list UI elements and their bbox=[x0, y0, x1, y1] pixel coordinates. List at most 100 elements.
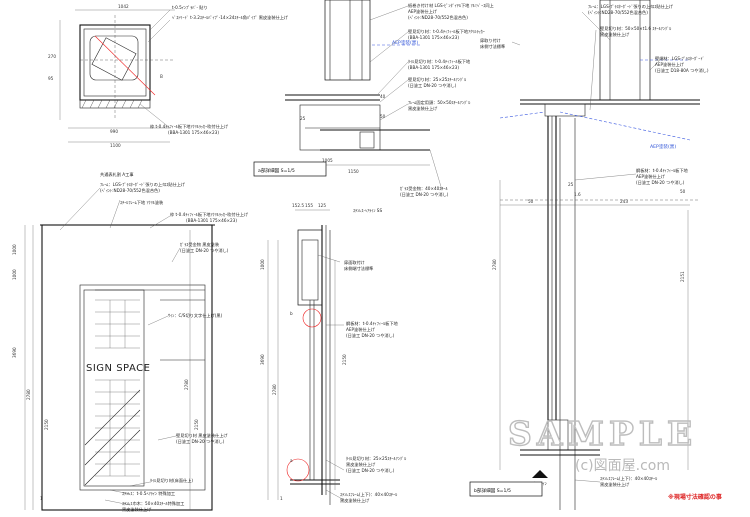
callout-b-13: (日塗工 DN-20 つや消し) bbox=[400, 191, 449, 198]
callout-b-12: ｶﾞﾗｽ受金物：40×40ｽﾁｰﾙ bbox=[400, 185, 449, 192]
callout-b-2: AEP塗装仕上げ bbox=[408, 8, 438, 15]
watermark-main: SAMPLE bbox=[508, 414, 697, 453]
callout-e-3: (ﾍﾟｲﾝﾄ:ND28-70/552色混合色) bbox=[100, 187, 160, 194]
elevation: SIGN SPACE 1000 1000 3690 2780 2150 1 27… bbox=[12, 171, 249, 513]
callout-e-4: ｽﾁｰﾙﾌﾚｰﾑ下地 ｱｸﾘﾙ塗装 bbox=[120, 199, 164, 206]
detail-a-dim-left-2: 95 bbox=[48, 76, 54, 81]
callout-e-9: ｻｲﾝ：C/S切り文字仕上げ(黒) bbox=[168, 312, 223, 319]
callout-b-1: 紙巻き付け材 LGS-ﾋﾟﾝﾀﾞｲﾔﾙ下地 ｱﾙﾐﾍﾞｰｽ同上 bbox=[408, 2, 494, 9]
elev-dim-left-5: 2150 bbox=[44, 419, 49, 430]
callout-r-1: ﾌﾚｰﾑ：LGS-ﾌﾟﾗｽﾀｰﾎﾞｰﾄﾞ張りの上ｸﾛｽ貼仕上げ bbox=[588, 3, 674, 10]
callout-b-11: 黒皮塗装仕上げ bbox=[408, 105, 438, 112]
mid-dim-top-1: 152.5 bbox=[292, 203, 304, 208]
mid-dim-left-1: 1000 bbox=[260, 259, 265, 270]
right-dim-6: 2780 bbox=[492, 259, 497, 270]
callout-e-7: ｶﾞﾗｽ受金物 黒皮塗装 bbox=[180, 241, 220, 248]
mid-dim-left-3: 3690 bbox=[260, 354, 265, 365]
callout-m-9: ｽﾃﾝﾚｽﾌﾚｰﾑ(上下)：40×40ｽﾁｰﾙ bbox=[340, 491, 398, 498]
detail-a-section-title: a部詳細図 S=1/5 bbox=[258, 167, 295, 174]
elevation-callouts: 共通表札割 A工事 ﾌﾚｰﾑ：LGS-ﾌﾟﾗｽﾀｰﾎﾞｰﾄﾞ張りの上ｸﾛｽ貼仕上… bbox=[59, 171, 249, 513]
detail-a-section-dim-2: 1150 bbox=[348, 169, 359, 174]
callout-b-6: ﾀｲﾙ見切り材：t-0.4ﾃｨﾌｨｰﾙ板下地 bbox=[408, 58, 471, 65]
callout-r-14: ｽﾃﾝﾚｽﾌﾚｰﾑ(上下)：40×40ｽﾁｰﾙ bbox=[600, 475, 658, 482]
right-callouts: ﾌﾚｰﾑ：LGS-ﾌﾟﾗｽﾀｰﾎﾞｰﾄﾞ張りの上ｸﾛｽ貼仕上げ (ﾍﾟｲﾝﾄ:N… bbox=[480, 3, 709, 488]
callout-r-10: AEP塗装(黒) bbox=[650, 143, 676, 150]
detail-a-section-callouts: 紙巻き付け材 LGS-ﾋﾟﾝﾀﾞｲﾔﾙ下地 ｱﾙﾐﾍﾞｰｽ同上 AEP塗装仕上げ… bbox=[353, 2, 494, 214]
callout-e-6: (BBA-1301 175×46×23) bbox=[186, 218, 237, 223]
elev-dim-left-6: 1 bbox=[40, 496, 43, 501]
mid-callouts: 扉面取付け 床側端寸法標準 鋼板材：t-0.4ﾃｨﾌｨｰﾙ板下地 AEP塗装仕上… bbox=[317, 254, 407, 504]
mid-marker-a: a bbox=[290, 458, 293, 463]
callout-r-9: (日塗工 D18-80A つや消し) bbox=[655, 67, 709, 74]
callout-r-12: AEP塗装仕上げ bbox=[636, 173, 666, 180]
callout-m-3: 鋼板材：t-0.4ﾃｨﾌｨｰﾙ板下地 bbox=[346, 320, 399, 327]
detail-a-dim-left-1: 270 bbox=[48, 54, 56, 59]
detail-a-section-dim-5: 25 bbox=[300, 116, 306, 121]
callout-e-12: ﾀｲﾙ見切り材(床面仕上) bbox=[150, 477, 193, 484]
callout-r-8: AEP塗装仕上げ bbox=[655, 61, 685, 68]
detail-a-dim-bottom-1: 990 bbox=[110, 129, 118, 134]
field-check-note: ※現場寸法確認の事 bbox=[668, 493, 722, 501]
callout-r-6: 床側寸法標準 bbox=[480, 43, 505, 50]
elev-dim-right-1: 2780 bbox=[184, 379, 189, 390]
section-right: 50 243 25 1.6 50 2780 2151 ﾌﾚｰﾑ：LGS-ﾌﾟﾗｽ… bbox=[469, 0, 709, 510]
mid-dim-left-5: 1 bbox=[280, 496, 283, 501]
detail-a-label-frame: ﾍﾞｽﾄﾘｰﾄﾞ t-3.2ｽﾁｰﾙﾊﾟｲﾌﾟ-14×24ｽﾁｰﾙ角ﾊﾟｲﾌﾟ … bbox=[172, 14, 289, 21]
mid-dim-top-3: 125 bbox=[318, 203, 326, 208]
callout-m-7: 黒皮塗装仕上げ bbox=[346, 461, 376, 468]
callout-b-8: 壁見切り材：25×25ｽﾁｰﾙｱﾝｸﾞﾙ bbox=[408, 76, 467, 83]
elev-dim-left-1: 1000 bbox=[12, 244, 17, 255]
callout-e-5: 枠 t-0.4ﾃｨﾌｨｰﾙ板下地ｱｸﾘﾙﾗｯｶｰ吹付仕上げ bbox=[170, 211, 249, 218]
callout-e-13: ｽﾃﾝﾚｽ：t-0.5ﾍｱﾗｲﾝ 特殊加工 bbox=[122, 490, 175, 497]
right-dim-7: 2151 bbox=[680, 271, 685, 282]
callout-e-10: 壁見切り材 黒皮塗装仕上げ bbox=[176, 432, 228, 439]
callout-b-9: (日塗工 DN-20 つや消し) bbox=[408, 82, 457, 89]
callout-b-3: (ﾍﾟｲﾝﾄ:ND28-70/552色混合色) bbox=[408, 14, 468, 21]
callout-b-5: (BBA-1301 175×46×23) bbox=[408, 35, 459, 40]
callout-b-10: ﾌﾚｰﾑ固定用頭：50×50ｽﾁｰﾙｱﾝｸﾞﾙ bbox=[408, 99, 471, 106]
right-dim-1: 50 bbox=[528, 199, 534, 204]
right-dim-5: 50 bbox=[680, 189, 686, 194]
callout-r-15: 黒皮塗装仕上げ bbox=[600, 481, 630, 488]
detail-a-section-dim-4: 50 bbox=[380, 114, 386, 119]
elev-dim-left-4: 2780 bbox=[26, 389, 31, 400]
callout-r-4: 黒皮塗装仕上げ bbox=[600, 31, 630, 38]
mid-dim-left-4: 2150 bbox=[342, 354, 347, 365]
elev-dim-left-2: 1000 bbox=[12, 269, 17, 280]
callout-b-14: ｽﾃﾝﾚｽ-ﾍｱﾗｲﾝ SS bbox=[353, 208, 382, 214]
elev-dim-left-3: 3690 bbox=[12, 347, 17, 358]
right-section-title: b部詳細図 S=1/5 bbox=[474, 487, 511, 494]
right-dim-4: 1.6 bbox=[574, 192, 581, 197]
callout-e-1: 共通表札割 A工事 bbox=[100, 171, 134, 178]
detail-a-section-aep: AEP塗装(黒) bbox=[392, 39, 418, 46]
callout-r-2: (ﾍﾟｲﾝﾄ:ND28-70/552色混合色) bbox=[588, 9, 648, 16]
detail-a-label-bottom-2: (BBA-1301 175×46×23) bbox=[168, 130, 219, 135]
detail-a-plan: 1042 270 95 990 1100 B t-0.5ｲﾝﾌﾟﾗﾊﾞ- 貼り … bbox=[48, 4, 289, 148]
callout-m-10: 黒皮塗装仕上げ bbox=[340, 497, 370, 504]
callout-e-2: ﾌﾚｰﾑ：LGS-ﾌﾟﾗｽﾀｰﾎﾞｰﾄﾞ張りの上ｸﾛｽ貼仕上げ bbox=[100, 181, 186, 188]
mid-dim-left-2: 2780 bbox=[272, 384, 277, 395]
detail-a-section: 1005 1150 40 50 25 AEP塗装(黒) 紙巻き付け材 LGS-ﾋ… bbox=[253, 0, 494, 214]
callout-r-7: 壁端材：LGS-ﾌﾟﾗｽﾀｰﾎﾞｰﾄﾞ bbox=[655, 55, 705, 62]
mid-marker-b: b bbox=[290, 311, 293, 316]
detail-a-section-dim-1: 1005 bbox=[322, 158, 333, 163]
callout-m-5: (日塗工 DN-20 つや消し) bbox=[346, 332, 395, 339]
watermark: SAMPLE (c)図面屋.com bbox=[507, 413, 697, 474]
base-line-marker bbox=[532, 470, 548, 478]
detail-a-label-tube: t-0.5ｲﾝﾌﾟﾗﾊﾞ- 貼り bbox=[172, 4, 208, 11]
callout-r-11: 鋼板材：t-0.4ﾃｨﾌｨｰﾙ板下地 bbox=[636, 167, 689, 174]
callout-e-15: 黒皮塗装仕上げ bbox=[122, 506, 152, 513]
detail-a-section-dim-3: 40 bbox=[380, 94, 386, 99]
callout-r-5: 扉取り付け bbox=[480, 37, 501, 44]
callout-r-3: 壁見切り材：50×50×t1.6 ｽﾁｰﾙｱﾝｸﾞﾙ bbox=[600, 25, 672, 32]
callout-m-2: 床側端寸法標準 bbox=[344, 265, 373, 272]
callout-b-7: (BBA-1301 175×46×23) bbox=[408, 65, 459, 70]
right-dim-2: 243 bbox=[620, 199, 628, 204]
detail-a-dim-top: 1042 bbox=[118, 4, 129, 9]
callout-m-6: ﾀｲﾙ見切り材：25×25ｽﾁｰﾙｱﾝｸﾞﾙ bbox=[346, 455, 407, 462]
detail-a-marker-b: B bbox=[160, 74, 163, 79]
callout-e-14: ｽﾃﾝﾚｽ巾木：50×40ｽﾁｰﾙ特殊加工 bbox=[122, 500, 184, 507]
mid-dim-top-2: 155 bbox=[305, 203, 313, 208]
callout-b-4: 壁見切り材：t-0.4ﾃｨﾌｨｰﾙ板下地ｱｸﾘﾙﾗｯｶｰ bbox=[408, 28, 485, 35]
callout-m-1: 扉面取付け bbox=[344, 259, 365, 266]
